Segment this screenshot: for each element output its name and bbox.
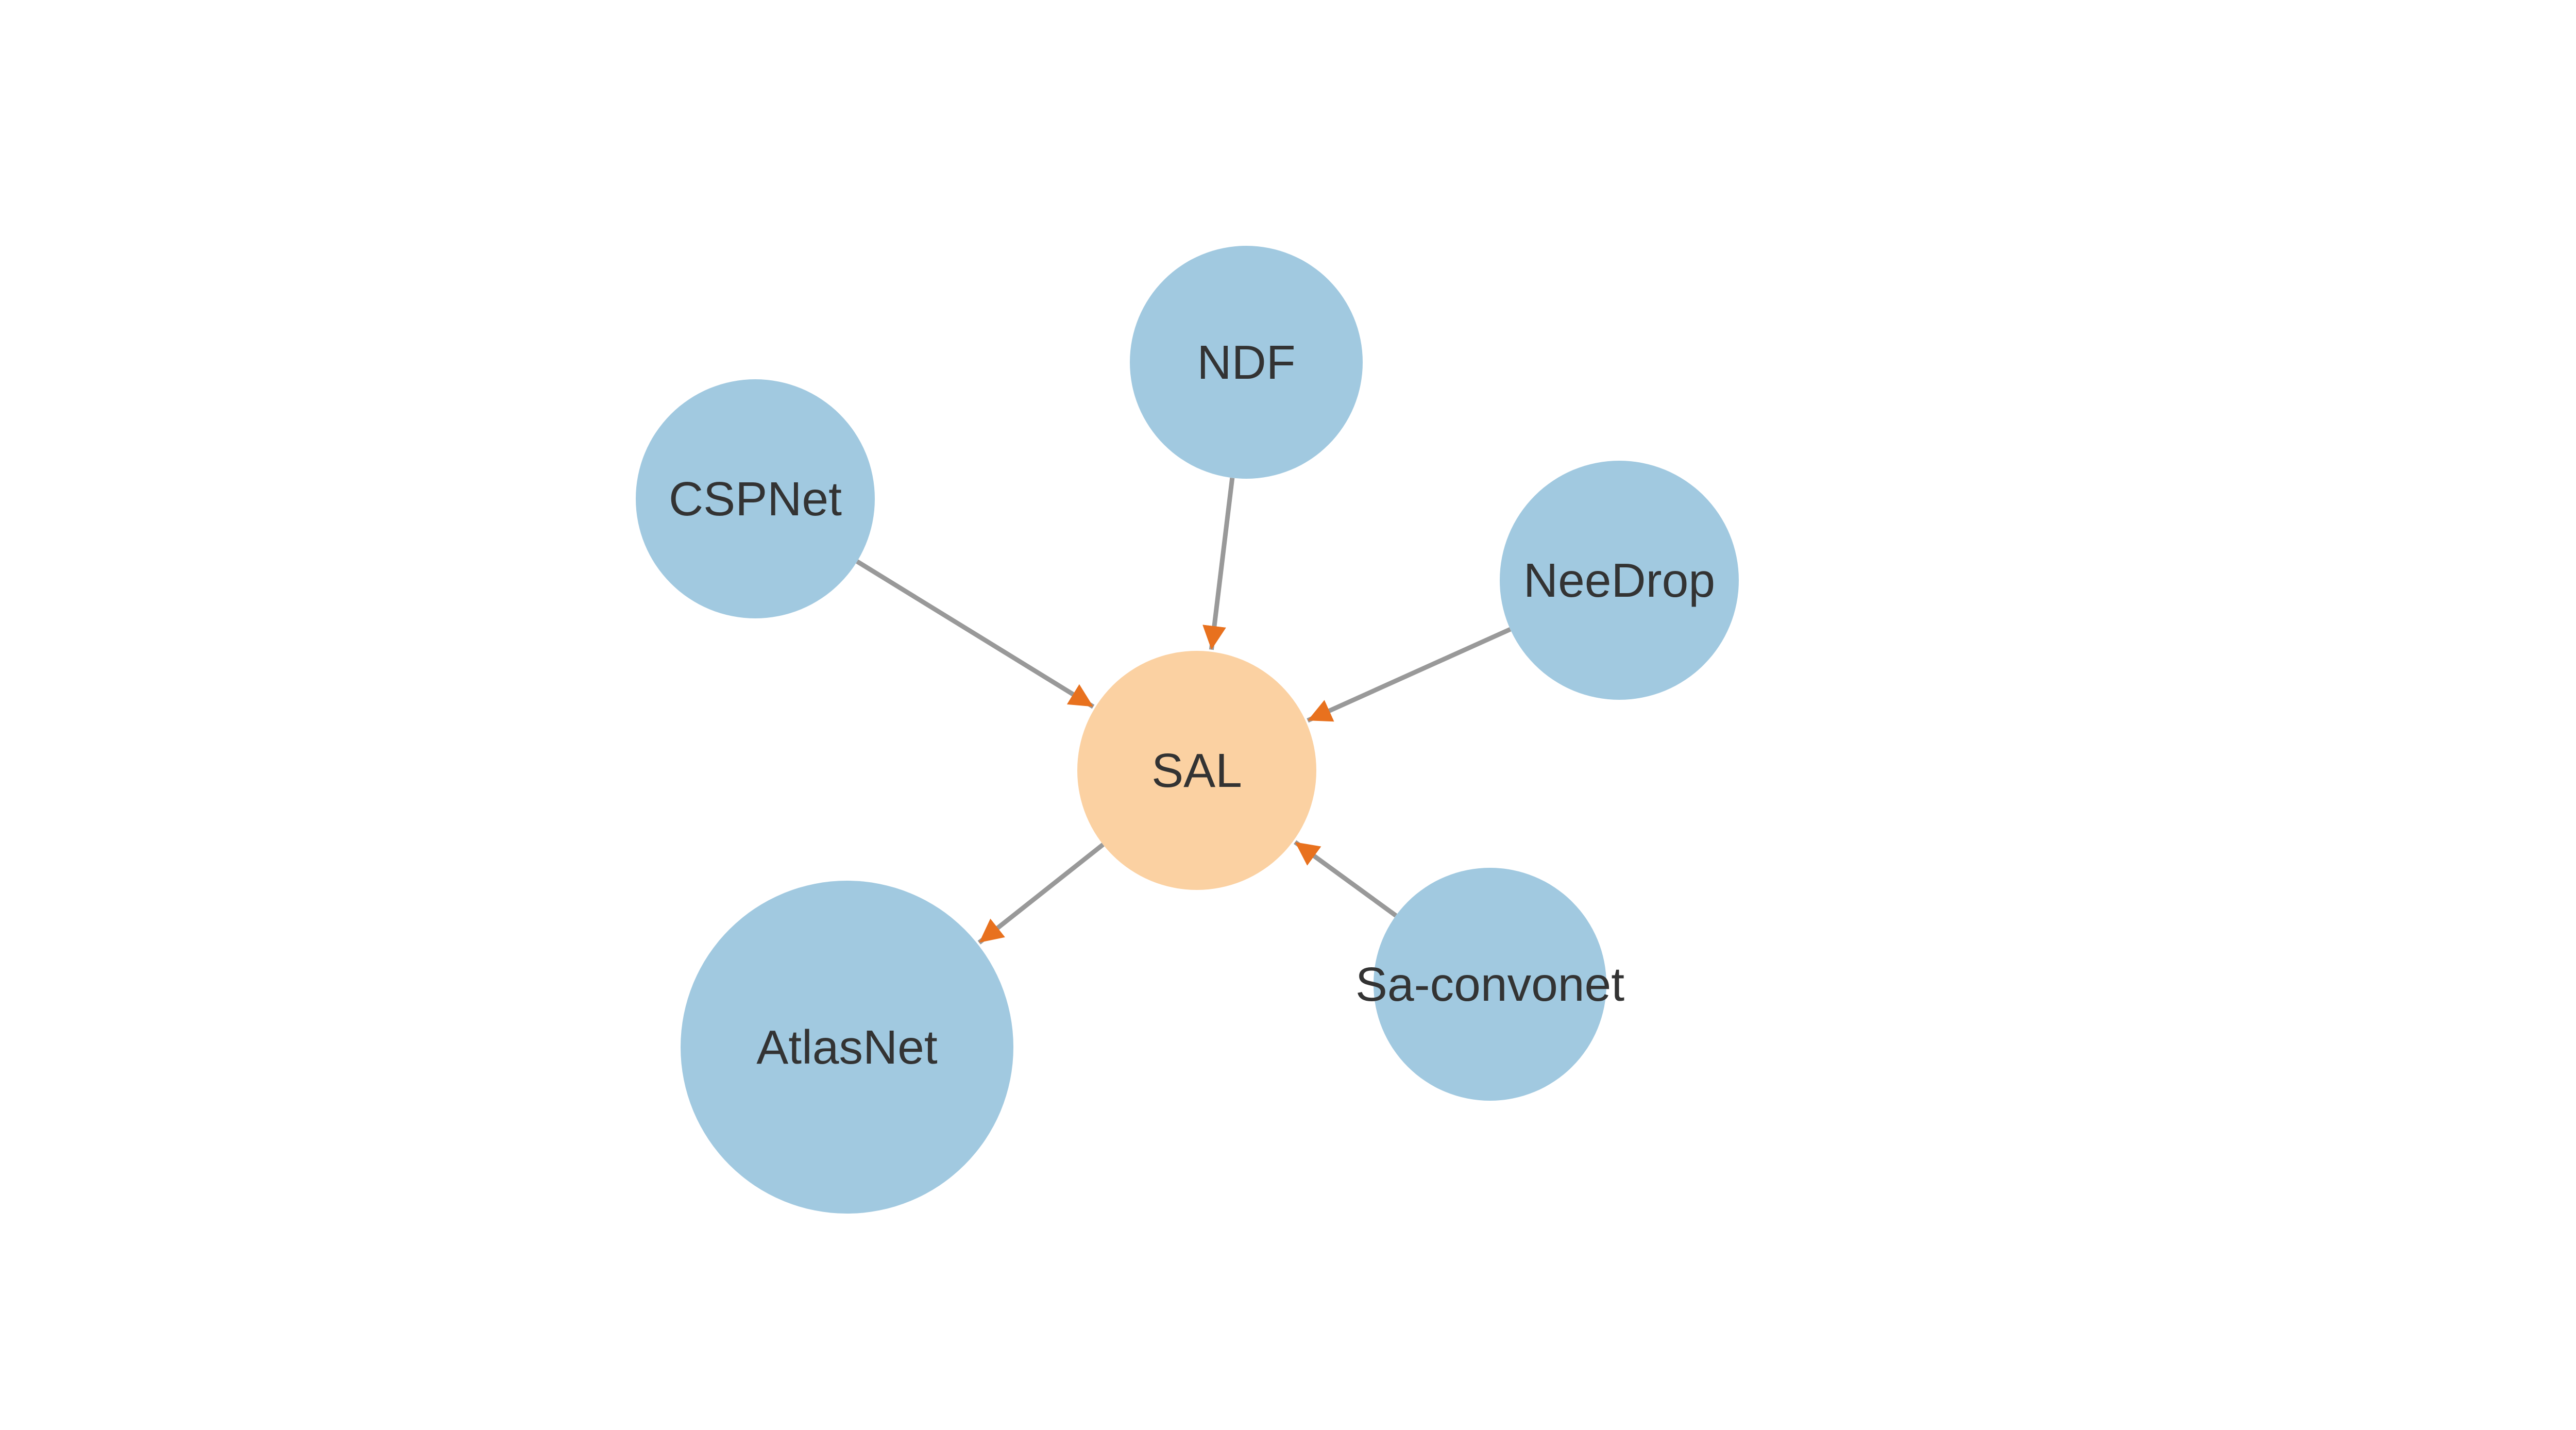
node-circle-sa-convonet[interactable] <box>1374 868 1606 1101</box>
node-cspnet[interactable]: CSPNet <box>636 379 875 618</box>
node-label-sa-convonet: Sa-convonet <box>1355 957 1624 1011</box>
node-circle-needrop[interactable] <box>1500 461 1739 700</box>
node-atlasnet[interactable]: AtlasNet <box>681 881 1013 1214</box>
node-label-ndf: NDF <box>1197 335 1295 389</box>
edge-sal-to-atlasnet <box>977 843 1105 945</box>
node-label-sal: SAL <box>1151 744 1242 797</box>
node-label-atlasnet: AtlasNet <box>756 1020 938 1074</box>
node-sal[interactable]: SAL <box>1077 651 1316 890</box>
node-label-needrop: NeeDrop <box>1523 553 1715 607</box>
edges-layer <box>856 477 1512 945</box>
node-sa-convonet[interactable]: Sa-convonet <box>1355 868 1624 1101</box>
node-circle-atlasnet[interactable] <box>681 881 1013 1214</box>
node-circle-ndf[interactable] <box>1130 246 1363 479</box>
node-label-cspnet: CSPNet <box>669 472 842 526</box>
edge-cspnet-to-sal <box>856 559 1095 709</box>
edge-ndf-to-sal <box>1202 477 1235 650</box>
node-ndf[interactable]: NDF <box>1130 246 1363 479</box>
edge-sa-convonet-to-sal <box>1294 840 1398 918</box>
edge-needrop-to-sal <box>1307 627 1512 723</box>
node-needrop[interactable]: NeeDrop <box>1500 461 1739 700</box>
node-circle-cspnet[interactable] <box>636 379 875 618</box>
node-circle-sal[interactable] <box>1077 651 1316 890</box>
